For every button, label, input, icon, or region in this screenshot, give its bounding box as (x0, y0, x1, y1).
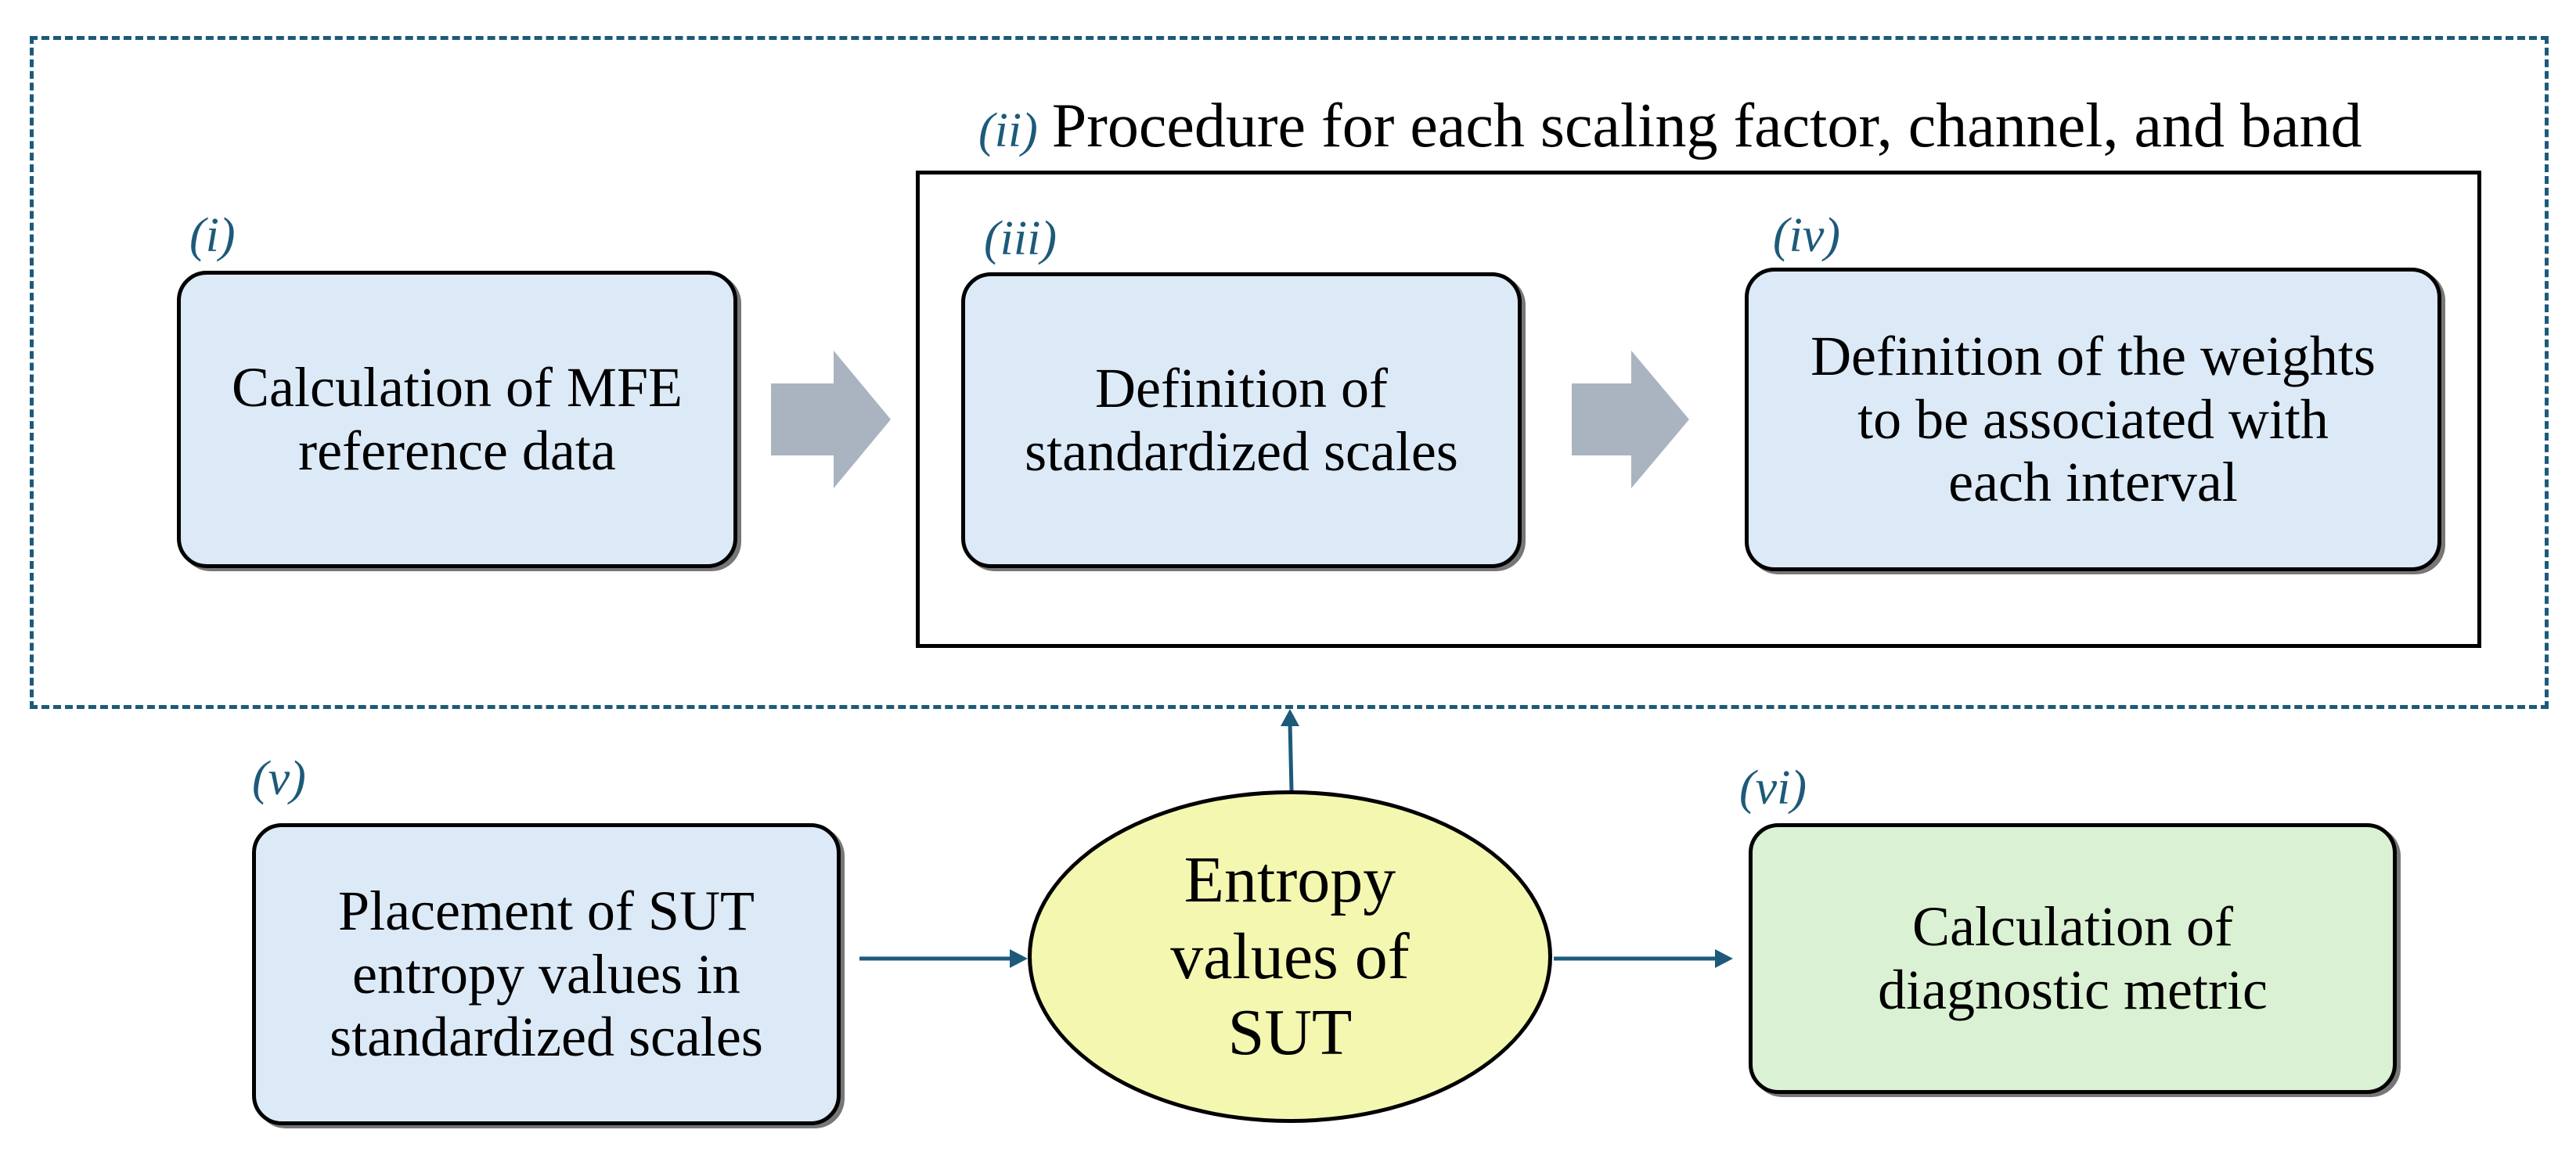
step-iv-line: each interval (1948, 451, 2238, 514)
step-iii-number: (iii) (984, 212, 1057, 265)
procedure-number: (ii) (978, 104, 1038, 157)
ellipse-line: Entropy (1184, 844, 1396, 917)
procedure-title: (ii) Procedure for each scaling factor, … (978, 91, 2362, 169)
step-iv-line: to be associated with (1857, 387, 2329, 451)
step-vi-line: diagnostic metric (1878, 959, 2268, 1021)
ellipse-line: values of (1170, 919, 1410, 993)
entropy-values-ellipse: Entropy values of SUT (1028, 790, 1552, 1123)
block-arrow-right (771, 351, 891, 488)
step-v-line: entropy values in (352, 942, 740, 1006)
step-iv-line: Definition of the weights (1810, 325, 2376, 388)
step-iv-box: Definition of the weights to be associat… (1745, 268, 2441, 571)
step-iii-line: standardized scales (1025, 420, 1458, 483)
step-i-box: Calculation of MFE reference data (177, 271, 737, 568)
step-v-number: (v) (252, 752, 306, 805)
procedure-frame (916, 171, 2481, 648)
arrow-ellipse-to-procedure (1288, 722, 1294, 791)
block-arrow-right (1572, 351, 1689, 488)
step-i-number: (i) (189, 209, 236, 262)
arrow-head (1281, 709, 1299, 726)
step-v-box: Placement of SUT entropy values in stand… (252, 823, 841, 1125)
step-iv-number: (iv) (1773, 209, 1841, 262)
step-iii-line: Definition of (1095, 357, 1388, 420)
ellipse-line: SUT (1227, 996, 1353, 1070)
step-vi-line: Calculation of (1912, 895, 2233, 959)
step-i-line: reference data (298, 419, 616, 482)
step-i-line: Calculation of MFE (232, 356, 683, 419)
step-v-line: Placement of SUT (338, 880, 755, 943)
dashed-region (30, 36, 2549, 709)
step-vi-box: Calculation of diagnostic metric (1749, 823, 2397, 1094)
step-v-line: standardized scales (330, 1006, 763, 1069)
arrow-head (1715, 949, 1733, 968)
procedure-title-text: Procedure for each scaling factor, chann… (1051, 92, 2362, 160)
step-vi-number: (vi) (1739, 761, 1807, 815)
arrow-head (1010, 949, 1028, 968)
step-iii-box: Definition of standardized scales (961, 272, 1522, 568)
